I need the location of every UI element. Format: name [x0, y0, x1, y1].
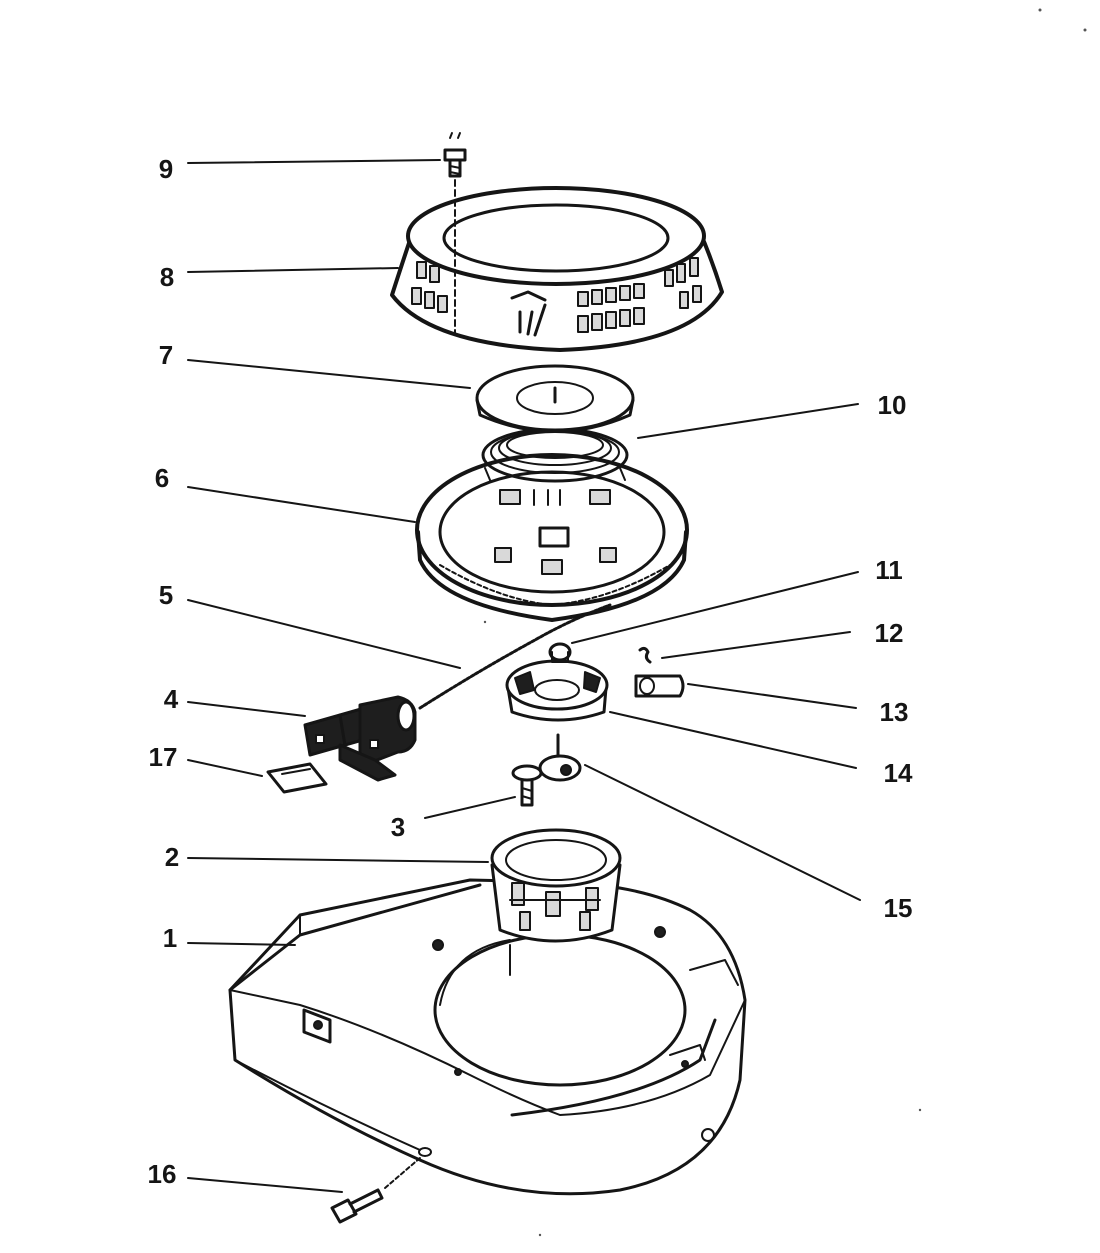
part-9-cover-screw: [443, 132, 467, 178]
callout-13: 13: [879, 697, 909, 727]
part-4-rope-handle: [303, 695, 417, 782]
callout-14: 14: [883, 758, 913, 788]
part-11-small-spring: [548, 642, 572, 663]
part-5-starter-rope: [418, 603, 612, 710]
part-16-bolt: [330, 1157, 421, 1224]
part-8-starter-cover: [390, 179, 724, 352]
callout-8: 8: [159, 262, 175, 292]
part-2-starter-cup: [490, 828, 622, 976]
part-7-spring-retainer: [475, 364, 635, 433]
callout-15: 15: [883, 893, 913, 923]
callout-12: 12: [874, 618, 904, 648]
part-3-screw: [511, 764, 543, 807]
part-13-pawl: [634, 674, 685, 698]
callout-7: 7: [158, 340, 174, 370]
leader-lines: [187, 159, 861, 1193]
callout-17: 17: [148, 742, 178, 772]
callout-10: 10: [877, 390, 907, 420]
callout-9: 9: [158, 154, 174, 184]
callout-2: 2: [164, 842, 180, 872]
callout-3: 3: [390, 812, 406, 842]
part-12-clip: [638, 646, 652, 664]
callout-4: 4: [163, 684, 179, 714]
callout-11: 11: [875, 555, 903, 585]
callout-1: 1: [162, 923, 178, 953]
callout-16: 16: [147, 1159, 177, 1189]
callout-6: 6: [154, 463, 170, 493]
part-15-retainer-screw: [538, 733, 582, 782]
part-6-pulley: [415, 453, 689, 622]
callout-5: 5: [158, 580, 174, 610]
part-1-blower-housing: [228, 878, 747, 1196]
part-14-pawl-plate: [505, 659, 609, 722]
scan-specks: [483, 8, 1087, 1237]
part-17-decal: [266, 762, 328, 794]
